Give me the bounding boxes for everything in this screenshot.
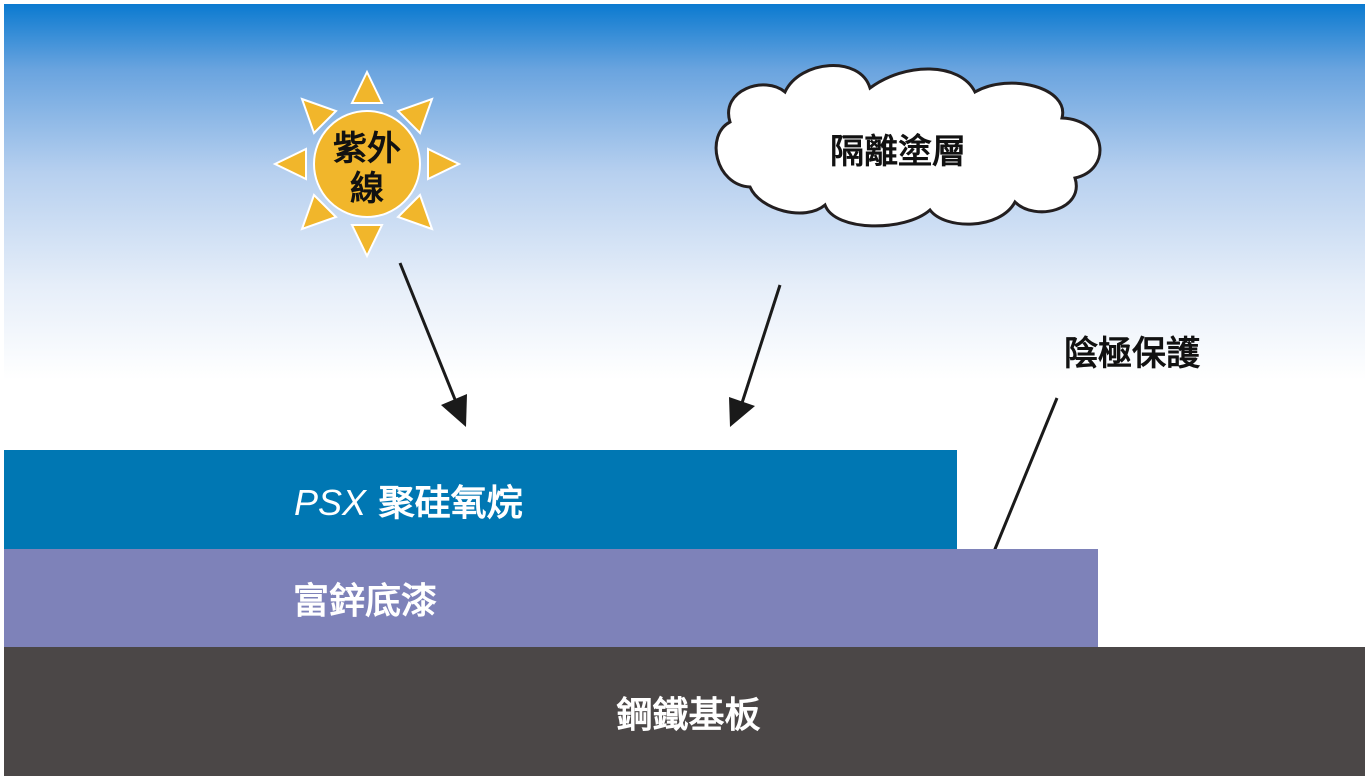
zinc-rich-primer-layer: 富鋅底漆	[4, 549, 1098, 647]
uv-label-line2: 線	[350, 169, 384, 209]
sky-background	[4, 4, 1365, 474]
uv-arrowhead	[441, 394, 467, 427]
cathodic-arrow	[984, 397, 1059, 572]
cathodic-protection-label: 陰極保護	[1064, 334, 1201, 374]
uv-label-line1: 紫外	[333, 129, 401, 169]
sun-disc	[313, 110, 421, 218]
psx-layer-label: PSX 聚硅氧烷	[294, 474, 523, 526]
sun-rays	[272, 69, 462, 259]
barrier-arrowhead	[729, 397, 755, 427]
uv-arrow	[398, 262, 458, 403]
primer-layer-label: 富鋅底漆	[293, 581, 438, 622]
cloud-icon: 隔離塗層	[714, 64, 1102, 228]
sun-icon: 紫外 線	[272, 69, 462, 259]
steel-layer-label: 鋼鐵基板	[616, 694, 761, 736]
barrier-coating-label: 隔離塗層	[830, 132, 966, 172]
cloud-outline	[714, 64, 1102, 228]
barrier-arrow	[740, 284, 782, 404]
psx-name: 聚硅氧烷	[378, 482, 523, 524]
psx-polysiloxane-layer: PSX 聚硅氧烷	[4, 450, 957, 549]
psx-prefix: PSX	[294, 481, 367, 523]
steel-substrate-layer: 鋼鐵基板	[4, 647, 1365, 776]
arrows	[398, 262, 1059, 572]
